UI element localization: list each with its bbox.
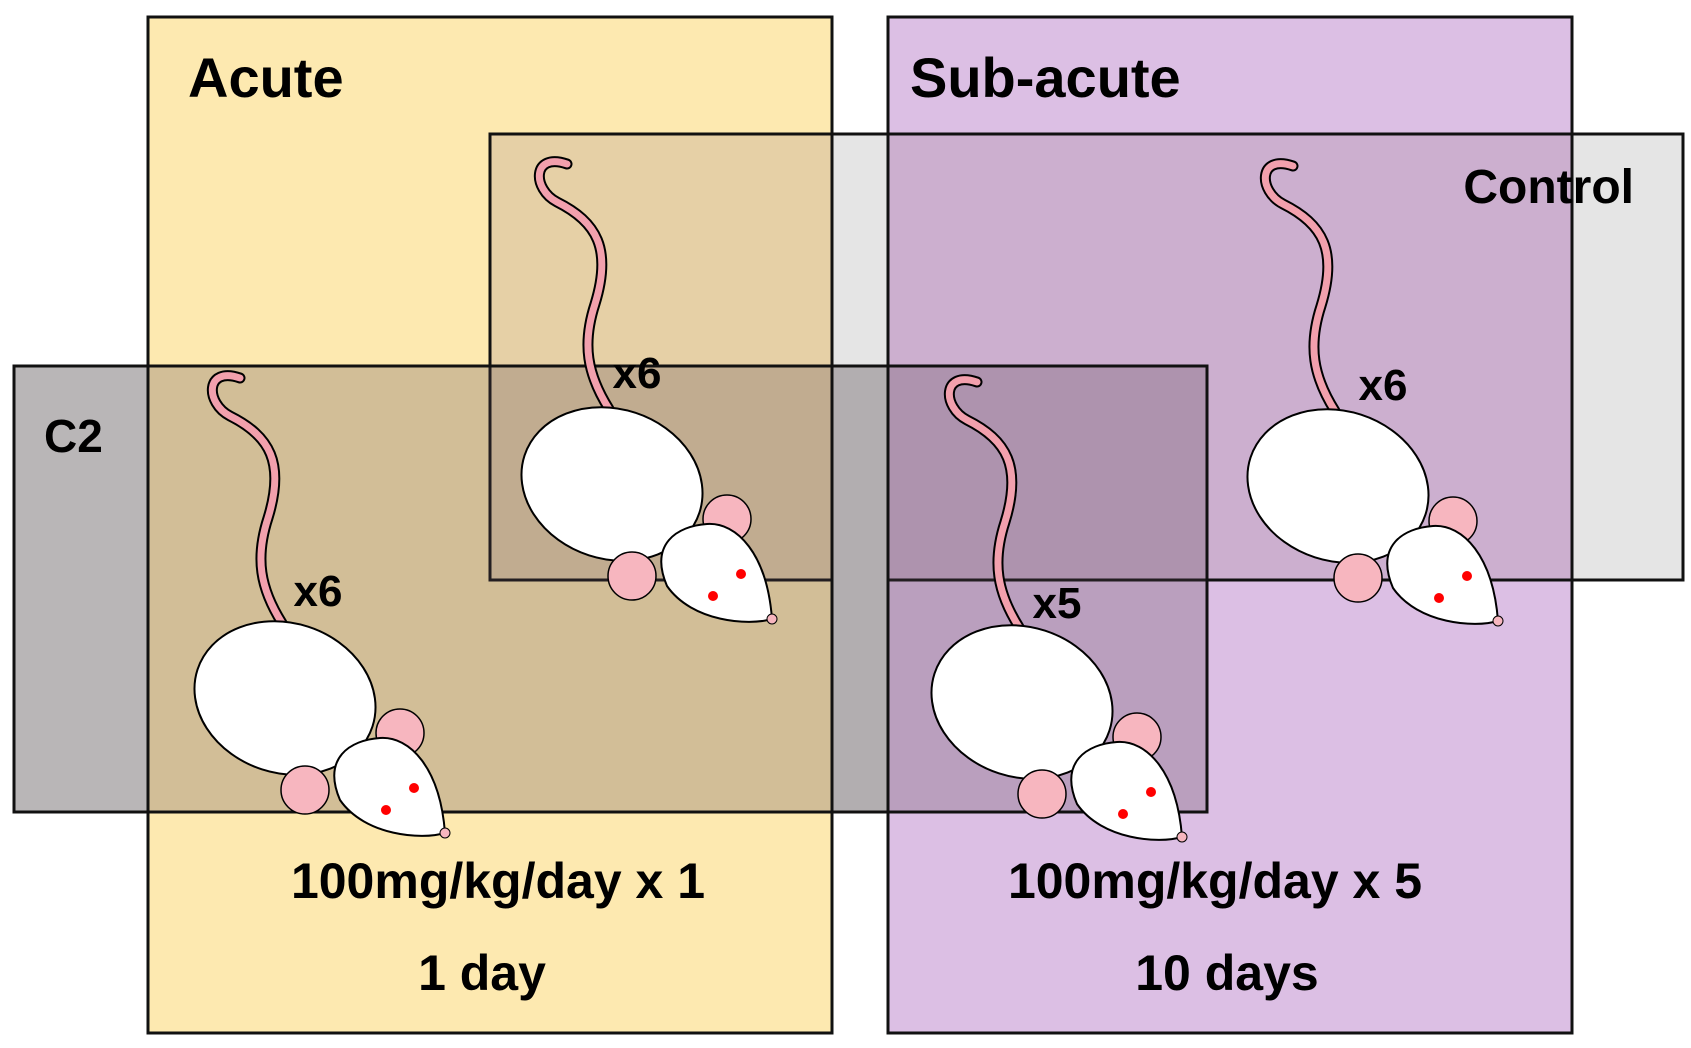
mouse-subacute-control: x6 bbox=[1227, 164, 1503, 626]
mouse-count-label: x5 bbox=[1033, 579, 1082, 628]
mouse-acute-c2: x6 bbox=[174, 376, 450, 838]
subacute-title: Sub-acute bbox=[910, 46, 1181, 109]
control-panel-overhang-right bbox=[1572, 134, 1683, 580]
control-label: Control bbox=[1463, 161, 1634, 214]
c2-label: C2 bbox=[44, 410, 103, 462]
mouse-count-label: x6 bbox=[294, 567, 343, 616]
subacute-duration: 10 days bbox=[1135, 945, 1318, 1001]
mouse-count-label: x6 bbox=[613, 349, 662, 398]
mouse-count-label: x6 bbox=[1359, 361, 1408, 410]
mouse-acute-control: x6 bbox=[501, 162, 777, 624]
mouse-subacute-c2: x5 bbox=[911, 380, 1187, 842]
acute-duration: 1 day bbox=[418, 945, 546, 1001]
acute-dose: 100mg/kg/day x 1 bbox=[291, 853, 705, 909]
subacute-dose: 100mg/kg/day x 5 bbox=[1008, 853, 1422, 909]
acute-title: Acute bbox=[188, 46, 344, 109]
c2-panel-left-overhang bbox=[14, 366, 148, 812]
c2-panel-mid-overhang bbox=[832, 366, 888, 812]
